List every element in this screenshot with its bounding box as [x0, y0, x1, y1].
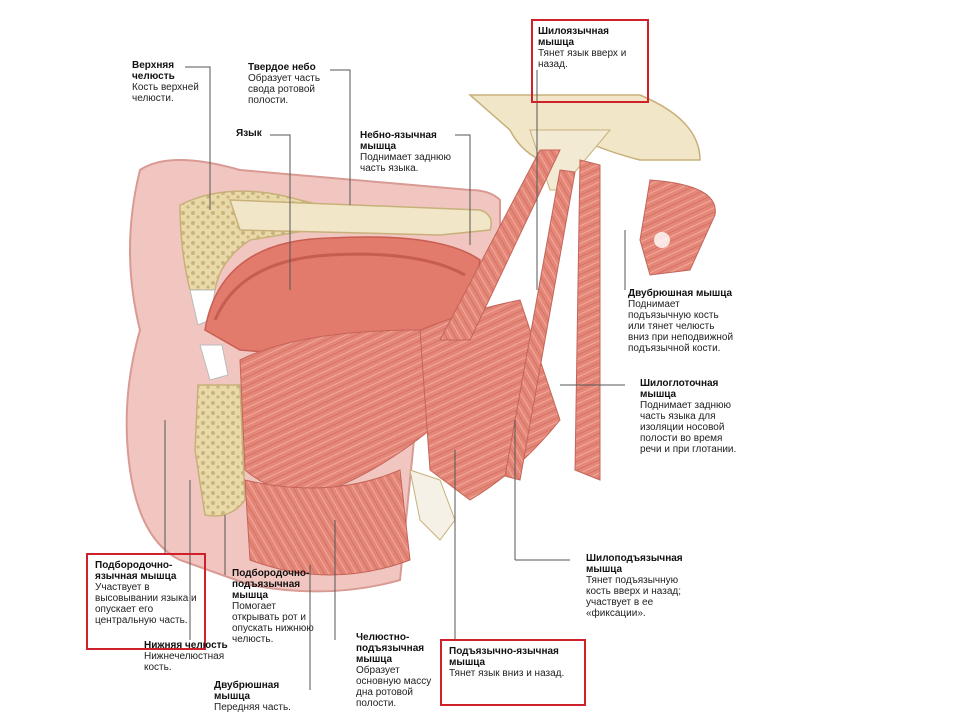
leader-palatoglossus [455, 134, 471, 245]
label-hard-palate-desc: Образует часть свода ротовой полости. [248, 73, 321, 106]
stylohyoid-muscle [504, 169, 576, 481]
label-hyoglossus-desc: Тянет язык вниз и назад. [449, 668, 565, 679]
label-genioglossus-desc: Участвует в высовывании языка и опускает… [95, 582, 197, 626]
label-lower-jaw: Нижняя челюсть Нижнечелюстная кость. [144, 640, 236, 673]
label-lower-jaw-desc: Нижнечелюстная кость. [144, 651, 225, 673]
label-digastric-ant: Двубрюшная мышца Передняя часть. [214, 680, 309, 713]
label-stylopharyngeus: Шилоглоточная мышца Поднимает заднюю час… [640, 378, 740, 455]
label-hyoglossus: Подъязычно-язычная мышца Тянет язык вниз… [449, 646, 581, 679]
lower-tooth [199, 344, 229, 381]
label-hyoglossus-title: Подъязычно-язычная мышца [449, 646, 559, 668]
label-lower-jaw-title: Нижняя челюсть [144, 640, 228, 651]
digastric-posterior-muscle [639, 179, 716, 276]
leader-tongue [270, 134, 291, 290]
label-hard-palate-title: Твердое небо [248, 62, 316, 73]
label-geniohyoid-title: Подбородочно-подъязычная мышца [232, 568, 310, 601]
label-stylopharyngeus-title: Шилоглоточная мышца [640, 378, 719, 400]
label-digastric-post: Двубрюшная мышца Поднимает подъязычную к… [628, 288, 738, 354]
label-stylopharyngeus-desc: Поднимает заднюю часть языка для изоляци… [640, 400, 737, 455]
lower-jaw-bone [194, 384, 246, 517]
label-palatoglossus-desc: Поднимает заднюю часть языка. [360, 152, 452, 174]
label-stylohyoid-title: Шилоподъязычная мышца [586, 553, 683, 575]
highlight-box-genioglossus [86, 553, 206, 650]
styloid-process [468, 94, 701, 161]
styloglossus-muscle [439, 149, 561, 341]
label-mylohyoid: Челюстно-подъязычная мышца Образует осно… [356, 632, 436, 709]
label-palatoglossus-title: Небно-язычная мышца [360, 130, 437, 152]
label-mylohyoid-desc: Образует основную массу дна ротовой поло… [356, 665, 432, 709]
label-upper-jaw-title: Верхняя челюсть [132, 60, 175, 82]
hyoid-bone [409, 469, 456, 541]
label-geniohyoid: Подбородочно-подъязычная мышца Помогает … [232, 568, 320, 645]
label-upper-jaw-desc: Кость верхней челюсти. [132, 82, 199, 104]
label-mylohyoid-title: Челюстно-подъязычная мышца [356, 632, 425, 665]
label-digastric-ant-title: Двубрюшная мышца [214, 680, 280, 702]
stylopharyngeus-muscle [574, 159, 601, 481]
label-digastric-ant-desc: Передняя часть. [214, 702, 291, 713]
label-stylohyoid: Шилоподъязычная мышца Тянет подъязычную … [586, 553, 696, 619]
label-digastric-post-title: Двубрюшная мышца [628, 288, 733, 299]
leader-hard-palate [330, 69, 351, 205]
label-upper-jaw: Верхняя челюсть Кость верхней челюсти. [132, 60, 210, 104]
mylohyoid-muscle [244, 469, 411, 576]
label-hard-palate: Твердое небо Образует часть свода ротово… [248, 62, 336, 106]
label-tongue-title: Язык [236, 128, 262, 139]
highlight-box-hyoglossus [440, 639, 586, 706]
label-stylohyoid-desc: Тянет подъязычную кость вверх и назад; у… [586, 575, 682, 619]
label-palatoglossus: Небно-язычная мышца Поднимает заднюю час… [360, 130, 460, 174]
leader-upper-jaw [185, 66, 211, 210]
label-styloglossus: Шилоязычная мышца Тянет язык вверх и наз… [538, 26, 643, 70]
label-styloglossus-desc: Тянет язык вверх и назад. [538, 48, 627, 70]
label-geniohyoid-desc: Помогает открывать рот и опускать нижнюю… [232, 601, 314, 645]
highlight-box-styloglossus [531, 19, 649, 103]
label-genioglossus: Подбородочно-язычная мышца Участвует в в… [95, 560, 201, 626]
label-styloglossus-title: Шилоязычная мышца [538, 26, 609, 48]
label-tongue: Язык [236, 128, 276, 139]
label-digastric-post-desc: Поднимает подъязычную кость или тянет че… [628, 299, 734, 354]
label-genioglossus-title: Подбородочно-язычная мышца [95, 560, 177, 582]
hard-palate-shape [228, 199, 492, 236]
